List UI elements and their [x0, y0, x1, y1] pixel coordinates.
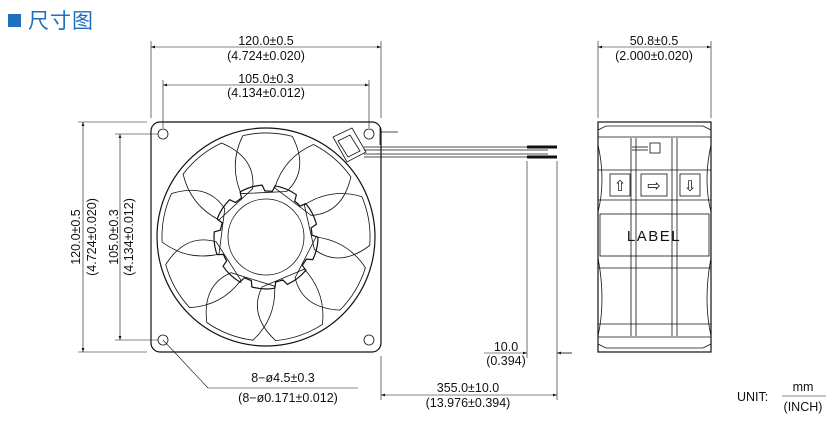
wire-length-dimension: 355.0±10.0 (13.976±0.394) 10.0 (0.394): [380, 161, 572, 410]
heading-title: 尺寸图: [28, 9, 94, 33]
front-height-mm: 120.0±0.5: [69, 209, 83, 265]
fan-blade: [303, 193, 371, 259]
front-width-in: (4.724±0.020): [227, 49, 305, 63]
strip-length-in: (0.394): [486, 354, 526, 368]
fan-blade: [161, 189, 226, 257]
front-height-in: (4.724±0.020): [85, 198, 99, 276]
side-depth-in: (2.000±0.020): [615, 49, 693, 63]
mounting-holes: [157, 128, 375, 346]
unit-note: UNIT: mm (INCH): [737, 380, 826, 414]
fan-blade: [294, 236, 366, 311]
fan-blade: [256, 268, 324, 342]
front-pitch-mm: 105.0±0.3: [238, 72, 294, 86]
fan-blades: [161, 132, 371, 342]
front-width-mm: 120.0±0.5: [238, 34, 294, 48]
fan-blade: [182, 142, 254, 221]
wire-connector: [332, 127, 367, 163]
wire-length-mm: 355.0±10.0: [437, 381, 500, 395]
side-depth-mm: 50.8±0.5: [630, 34, 679, 48]
section-heading: 尺寸图: [8, 6, 94, 34]
fan-blade: [234, 132, 301, 195]
strip-length-mm: 10.0: [494, 340, 518, 354]
label-text: LABEL: [627, 228, 681, 245]
fan-hub: [213, 184, 319, 290]
holes-mm: 8−ø4.5±0.3: [251, 371, 315, 385]
unit-prefix: UNIT:: [737, 390, 768, 404]
fan-blade: [205, 272, 276, 341]
fan-frame: [150, 121, 382, 353]
front-pitch-in: (4.134±0.012): [227, 86, 305, 100]
rotation-down-arrow-icon: ⇩: [684, 178, 697, 195]
lead-wires: [364, 128, 557, 159]
side-view: ⇧ ⇨ ⇩ LABEL 50.8±0.5 (2.000±0.020): [597, 34, 712, 353]
unit-denominator: (INCH): [784, 400, 823, 414]
front-vpitch-mm: 105.0±0.3: [107, 209, 121, 265]
unit-numerator: mm: [793, 380, 814, 394]
fan-blade: [165, 239, 242, 309]
heading-square-icon: [8, 13, 21, 27]
wire-length-in: (13.976±0.394): [426, 396, 511, 410]
fan-opening: [156, 127, 376, 347]
airflow-up-arrow-icon: ⇧: [614, 178, 627, 195]
front-view: 120.0±0.5 (4.724±0.020) 105.0±0.3 (4.134…: [69, 34, 557, 405]
airflow-right-arrow-icon: ⇨: [647, 178, 660, 195]
side-frame: [597, 121, 712, 353]
label-box: [599, 213, 710, 257]
front-vpitch-in: (4.134±0.012): [122, 198, 136, 276]
holes-in: (8−ø0.171±0.012): [238, 391, 338, 405]
fan-blade: [274, 144, 352, 216]
